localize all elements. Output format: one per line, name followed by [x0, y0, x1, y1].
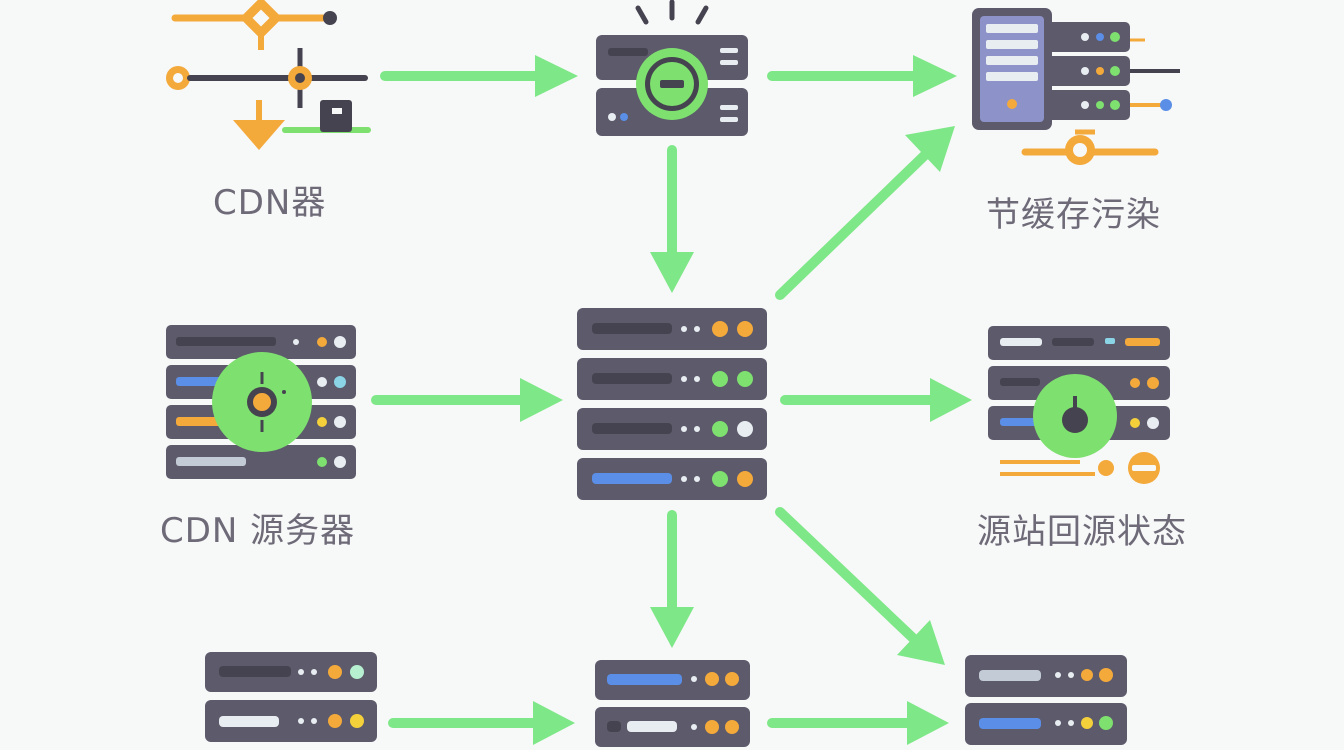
- arrow-bottom-left-to-center: [388, 701, 575, 745]
- arrow-cdn-mid-to-rack: [371, 378, 563, 422]
- server-rack-icon: [166, 325, 356, 479]
- arrow-rack-to-origin: [780, 378, 972, 422]
- arrow-bottom-center-to-right: [767, 701, 949, 745]
- arrow-rack-to-monitor: [775, 126, 955, 300]
- label-cache-poisoning: 节缓存污染: [986, 195, 1161, 235]
- label-cdn-mid: CDN 源务器: [160, 511, 356, 551]
- arrow-top-server-to-rack: [650, 145, 694, 293]
- origin-server-icon: [988, 326, 1170, 484]
- monitor-server-icon: [972, 8, 1180, 165]
- server-node-icon: [596, 0, 748, 136]
- arrow-rack-down: [650, 510, 694, 648]
- server-rack-main-icon: [577, 308, 767, 500]
- arrow-cdn-to-top-server: [380, 55, 578, 97]
- arrow-rack-to-bottom-right: [775, 507, 945, 665]
- server-block-center-icon: [595, 660, 750, 747]
- label-cdn-top: CDN器: [213, 183, 327, 223]
- label-origin-status: 源站回源状态: [977, 512, 1187, 552]
- arrow-top-server-to-monitor: [767, 55, 957, 97]
- server-block-left-icon: [205, 652, 377, 742]
- server-block-right-icon: [965, 655, 1127, 745]
- routing-network-icon: [166, 0, 371, 150]
- arrows: [371, 55, 972, 745]
